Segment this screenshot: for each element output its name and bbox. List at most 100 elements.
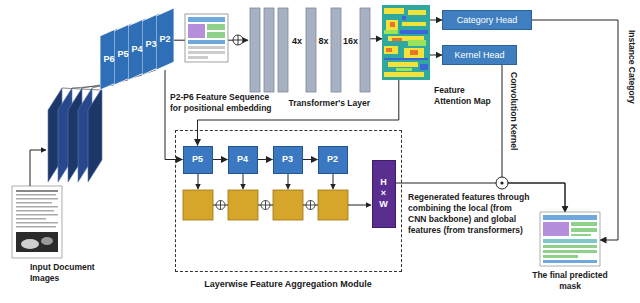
- mask-image-box: The final predicted mask: [540, 212, 600, 266]
- add-symbol-part: [306, 201, 315, 210]
- mask-image-part: [543, 239, 597, 243]
- transformer-bars-part: [264, 8, 274, 92]
- input-document-part: [21, 239, 39, 249]
- node-label: The final predicted mask: [530, 270, 610, 292]
- attention-heatmap-part-part: [420, 64, 428, 70]
- input-document-part: [16, 218, 46, 220]
- input-arrow: [30, 150, 46, 186]
- aggregation-arrows-part: [288, 174, 289, 189]
- attention-heatmap-part: [384, 30, 426, 71]
- aggregation-tiles: [183, 190, 348, 220]
- head-box: Kernel Head: [442, 45, 517, 65]
- transformer-bars-part: [360, 8, 370, 92]
- attention-heatmap-part-part: [402, 16, 406, 20]
- connector-arrow: [303, 159, 318, 160]
- pyramid-tile-fill: [156, 8, 174, 70]
- node-label: P5: [192, 154, 203, 165]
- backbone-stack: [48, 88, 102, 182]
- input-document-part: [12, 186, 62, 258]
- multiply-symbol: [496, 177, 508, 189]
- attention-heatmap-part: [382, 5, 430, 80]
- add-symbol: [233, 35, 243, 45]
- annotation-text: P2-P6 Feature Sequence for positional em…: [170, 92, 274, 114]
- attention-heatmap-part-part: [384, 72, 424, 77]
- label-slot: 16x: [342, 36, 360, 47]
- input-document-part: [16, 190, 58, 192]
- attention-heatmap-part-part: [384, 46, 398, 54]
- aggregation-arrows-part: [348, 205, 371, 206]
- node-label: H × W: [379, 177, 389, 210]
- input-document-part: [16, 214, 58, 216]
- sequence-thumbnail-part: [185, 14, 228, 62]
- add-symbol: [216, 201, 315, 210]
- transformer-bars-part: [278, 8, 288, 92]
- add-symbol-part: [216, 201, 225, 210]
- add-symbol-part: [233, 35, 243, 45]
- node-label: P2: [327, 154, 338, 165]
- attention-heatmap-part-part: [402, 22, 426, 26]
- attention-heatmap-part-part: [408, 40, 426, 46]
- attention-heatmap-part-part: [392, 38, 402, 41]
- mask-image-part: [571, 222, 597, 226]
- sequence-thumbnail-part: [207, 32, 225, 38]
- mask-image-part: [571, 234, 591, 236]
- node-label: P5: [117, 49, 128, 60]
- aggregation-tiles-part: [183, 190, 213, 220]
- backbone-stack-part: [88, 88, 102, 182]
- connector-arrow: [532, 20, 618, 240]
- feature-box: P5: [183, 146, 213, 174]
- node-label: P6: [103, 54, 114, 65]
- node-label: P3: [145, 39, 156, 50]
- node-label: Feature Attention Map: [434, 85, 498, 107]
- sequence-thumbnail-part: [188, 40, 225, 44]
- head-box: Category Head: [442, 10, 532, 30]
- feature-box: P2: [318, 146, 348, 174]
- edge-label: Instance Category: [626, 30, 637, 104]
- mask-image-part: [543, 222, 569, 236]
- node-label: P4: [131, 44, 142, 55]
- transformer-bars-part: [250, 8, 260, 92]
- attention-heatmap-part-part: [396, 68, 412, 71]
- node-label: 16x: [342, 36, 360, 47]
- annotation-text: Regenerated features through combining t…: [408, 192, 532, 236]
- input-image-box: Input Document Images: [12, 186, 62, 258]
- attention-heatmap-part: [384, 8, 426, 77]
- sequence-thumbnail-part: [188, 17, 225, 22]
- feature-box: P3: [273, 146, 303, 174]
- sequence-thumbnail-part: [188, 51, 225, 54]
- transformer-bars: [250, 8, 370, 92]
- input-document-part: [16, 194, 56, 196]
- multiply-symbol-part: [496, 177, 508, 189]
- mask-image-part: [543, 255, 578, 258]
- aggregation-tiles-part: [273, 190, 303, 220]
- input-document-part: [16, 210, 54, 212]
- mask-image-part: [543, 250, 597, 253]
- aggregation-arrows: [198, 174, 371, 205]
- label-slot: The final predicted mask: [530, 270, 610, 292]
- node-label: P3: [282, 154, 293, 165]
- aggregation-arrows-part: [243, 174, 244, 189]
- attention-heatmap-part-part: [388, 62, 418, 67]
- attention-heatmap: [382, 5, 430, 80]
- attention-heatmap-part-part: [404, 48, 424, 58]
- multiply-symbol-part: [500, 181, 503, 184]
- label-slot: Feature Attention Map: [434, 85, 498, 107]
- attention-heatmap-part-part: [384, 58, 428, 60]
- node-label: 4x: [288, 36, 306, 47]
- attention-heatmap-part-part: [400, 30, 428, 34]
- connector-arrow: [258, 159, 273, 160]
- label-slot: 4x: [288, 36, 306, 47]
- input-document-part: [41, 237, 53, 245]
- add-symbol-part: [220, 201, 221, 210]
- edge-label: Convolution Kernel: [508, 72, 519, 150]
- node-label: P4: [237, 154, 248, 165]
- input-document-part: [16, 202, 52, 204]
- attention-heatmap-part-part: [386, 48, 392, 52]
- attention-heatmap-part-part: [386, 20, 398, 30]
- mask-image-part: [571, 228, 597, 232]
- label-slot: 8x: [315, 36, 333, 47]
- input-document-part: [16, 232, 58, 252]
- connector-arrow: [213, 159, 228, 160]
- sequence-thumbnail-part: [188, 46, 225, 49]
- attention-heatmap-part: [386, 22, 418, 55]
